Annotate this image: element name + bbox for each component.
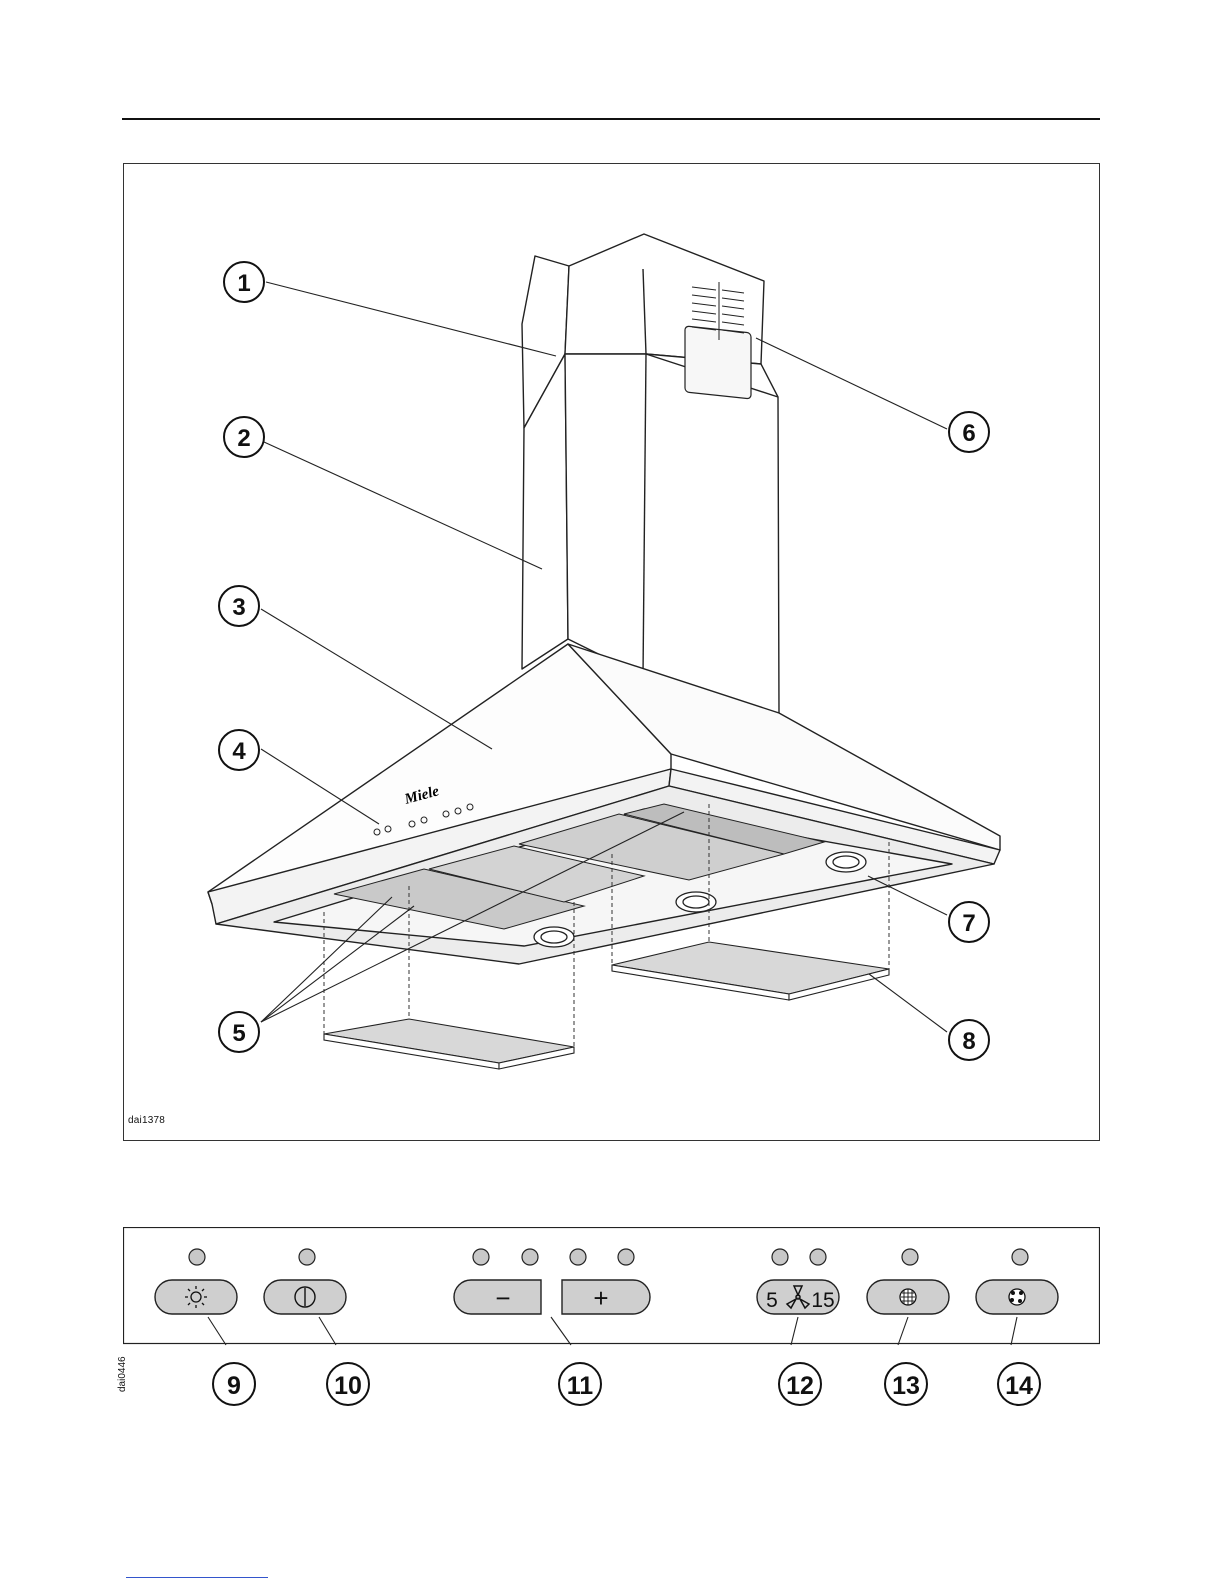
callout-8: 8 (949, 1020, 989, 1060)
svg-text:9: 9 (227, 1372, 241, 1400)
callout-5: 5 (219, 1012, 259, 1052)
svg-text:+: + (593, 1283, 608, 1313)
svg-text:1: 1 (237, 270, 250, 297)
odour-filter-icon (1009, 1289, 1025, 1305)
bottom-link-underline[interactable] (126, 1577, 268, 1578)
callout-11: 11 (559, 1363, 601, 1405)
callout-1: 1 (224, 262, 264, 302)
hood-illustration-frame: Miele (123, 163, 1100, 1141)
light-button[interactable] (155, 1280, 237, 1314)
svg-text:3: 3 (232, 594, 245, 621)
control-panel-svg: − + 5 15 (123, 1227, 1100, 1347)
power-button[interactable] (264, 1280, 346, 1314)
svg-text:−: − (495, 1283, 510, 1313)
cooker-hood-illustration: Miele (124, 164, 1101, 1142)
figure-image-code: dai1378 (128, 1115, 165, 1126)
removed-filter-left (324, 1019, 574, 1069)
panel-image-code: dai0446 (117, 1356, 128, 1392)
page-top-rule (122, 118, 1100, 120)
callout-13: 13 (885, 1363, 927, 1405)
run-on-timer-button[interactable]: 5 15 (757, 1280, 839, 1314)
control-panel-diagram: − + 5 15 (123, 1227, 1100, 1347)
svg-text:5: 5 (232, 1020, 245, 1047)
removed-filter-right (612, 942, 889, 1000)
svg-text:5: 5 (766, 1289, 778, 1312)
callout-7: 7 (949, 902, 989, 942)
svg-text:8: 8 (962, 1028, 975, 1055)
svg-text:13: 13 (892, 1372, 920, 1400)
svg-text:14: 14 (1005, 1372, 1033, 1400)
grease-filter-icon (900, 1289, 916, 1305)
callout-2: 2 (224, 417, 264, 457)
grease-filter-button[interactable] (867, 1280, 949, 1314)
callout-10: 10 (327, 1363, 369, 1405)
svg-text:7: 7 (962, 910, 975, 937)
svg-text:12: 12 (786, 1372, 814, 1400)
svg-text:6: 6 (962, 420, 975, 447)
callout-12: 12 (779, 1363, 821, 1405)
callout-4: 4 (219, 730, 259, 770)
callout-14: 14 (998, 1363, 1040, 1405)
callout-6: 6 (949, 412, 989, 452)
plus-button[interactable]: + (562, 1280, 650, 1314)
svg-text:15: 15 (811, 1289, 834, 1312)
svg-text:10: 10 (334, 1372, 362, 1400)
callout-3: 3 (219, 586, 259, 626)
svg-text:2: 2 (237, 425, 250, 452)
odour-filter-button[interactable] (976, 1280, 1058, 1314)
svg-text:4: 4 (232, 738, 246, 765)
svg-text:11: 11 (567, 1372, 594, 1400)
minus-button[interactable]: − (454, 1280, 541, 1314)
callout-9: 9 (213, 1363, 255, 1405)
